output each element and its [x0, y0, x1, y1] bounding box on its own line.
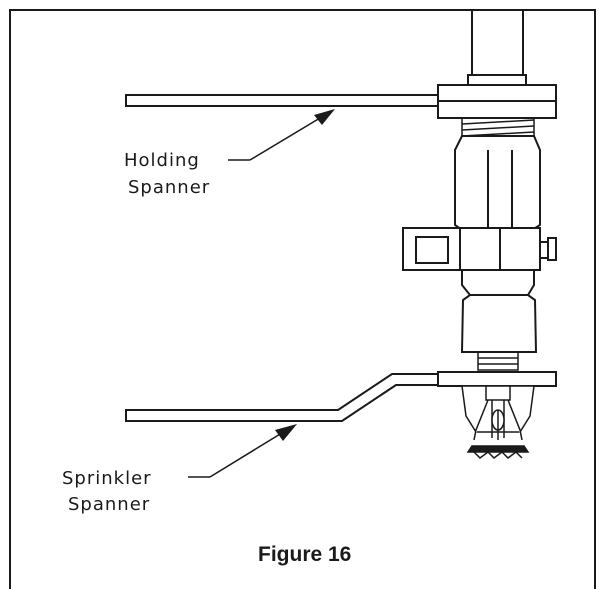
holding-spanner-label-line-1: Holding: [124, 150, 200, 171]
sprinkler-spanner-label-line-2: Spanner: [68, 494, 150, 515]
holding-spanner-label-line-2: Spanner: [128, 177, 210, 198]
sprinkler-spanner-label-line-1: Sprinkler: [62, 468, 152, 489]
sprinkler-spanner: [125, 371, 557, 422]
holding-spanner-callout: Holding Spanner: [124, 109, 335, 198]
figure-caption: Figure 16: [258, 543, 351, 566]
sprinkler-threads: [477, 351, 519, 371]
holding-spanner: [125, 94, 439, 107]
clamp: [402, 227, 557, 271]
figure-frame: [9, 9, 596, 589]
pipe-fitting: [437, 74, 557, 119]
pipe-threads: [461, 117, 535, 137]
sprinkler-spanner-callout: Sprinkler Spanner: [62, 424, 297, 515]
sprinkler-head: [461, 385, 535, 459]
tool-body: [454, 135, 541, 296]
pipe: [471, 10, 524, 75]
lower-taper: [460, 294, 538, 353]
